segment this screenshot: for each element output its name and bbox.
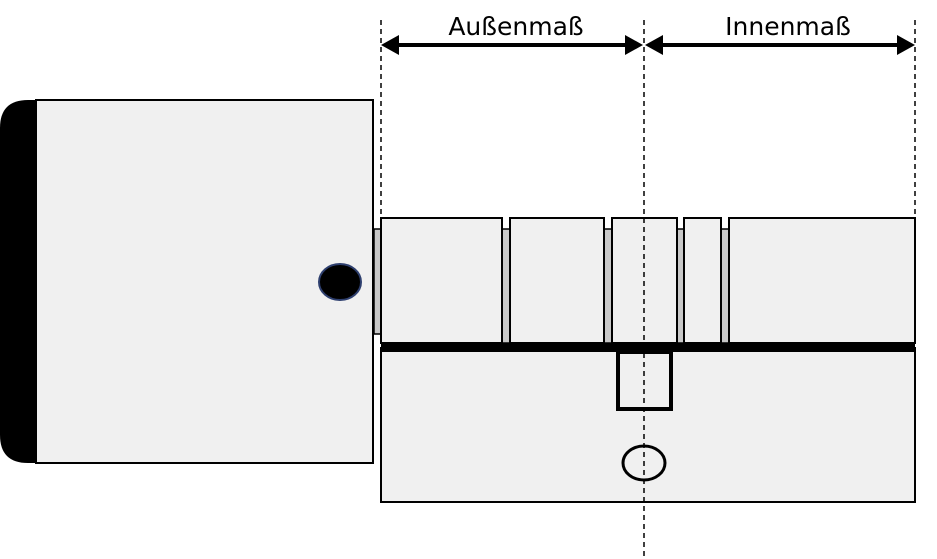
segment-gap: [603, 228, 613, 344]
pin-segment: [728, 217, 916, 344]
pin-segment: [509, 217, 605, 344]
knob-indicator-dot: [318, 263, 362, 301]
knob-grip: [0, 100, 36, 463]
shear-line: [381, 343, 915, 352]
outer-dimension-arrow: [381, 35, 643, 55]
pin-segment: [683, 217, 722, 344]
shaft-connector: [373, 228, 382, 335]
knob-body: [35, 99, 374, 464]
outer-dimension-label: Außenmaß: [448, 12, 583, 41]
segment-gap: [720, 228, 730, 344]
segment-gap: [676, 228, 685, 344]
inner-dimension-label: Innenmaß: [725, 12, 851, 41]
pin-segment: [380, 217, 503, 344]
inner-dimension-arrow: [645, 35, 915, 55]
segment-gap: [501, 228, 511, 344]
